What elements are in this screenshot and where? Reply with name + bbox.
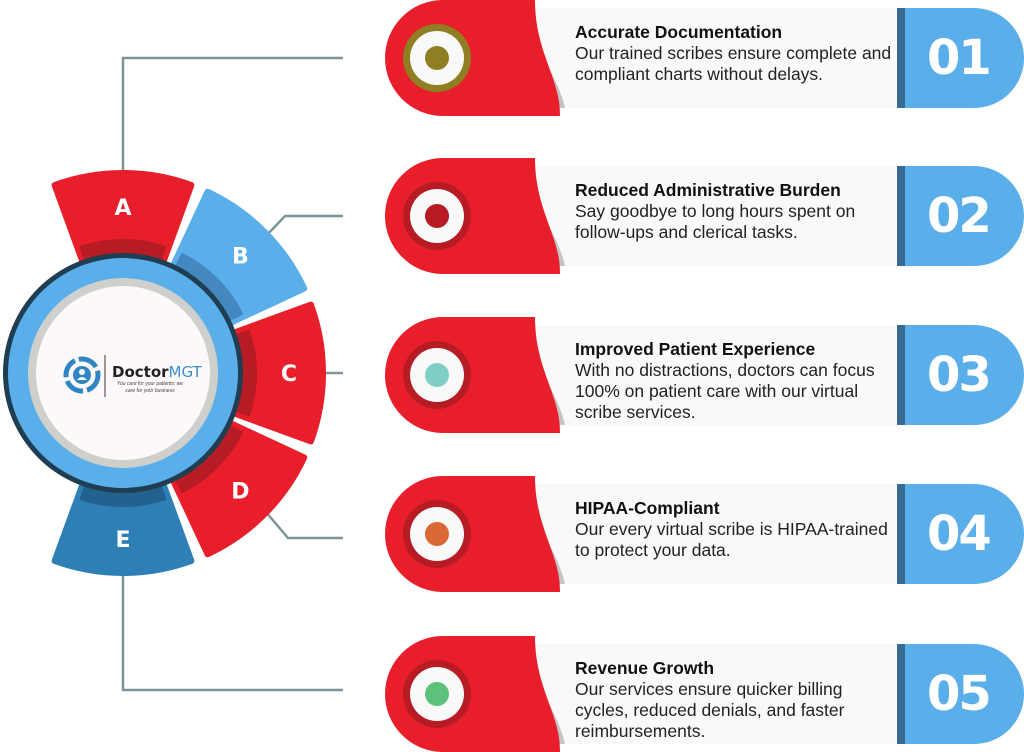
card-title: Accurate Documentation	[575, 22, 783, 42]
logo-tagline-2: care for your business	[125, 388, 175, 394]
connector-a	[121, 56, 343, 185]
card-title: Revenue Growth	[575, 658, 715, 678]
target-dot-icon	[425, 522, 449, 546]
card-title: Improved Patient Experience	[575, 339, 816, 359]
logo-brand-b: MGT	[169, 363, 203, 381]
logo-disc	[36, 286, 210, 460]
segment-label: A	[114, 196, 131, 221]
segment-e[interactable]: E	[51, 480, 195, 576]
card-number: 02	[897, 166, 1024, 266]
segment-inner-band	[174, 252, 244, 322]
segment-inner-band	[174, 424, 244, 494]
card-description: Say goodbye to long hours spent on follo…	[575, 201, 856, 242]
doctormgt-logo: DoctorMGT You care for your patients; we…	[63, 355, 203, 397]
red-tab	[385, 317, 565, 433]
logo-brand-a: Doctor	[112, 363, 169, 381]
card-description: Our trained scribes ensure complete and …	[575, 43, 892, 84]
card-number: 04	[897, 484, 1024, 584]
logo-tagline-1: You care for your patients; we	[117, 381, 183, 387]
segment-wheel: A B C D E DoctorMGT You care for your patien…	[3, 56, 343, 692]
feature-card-04: HIPAA-Compliant Our every virtual scribe…	[385, 476, 1024, 592]
card-description: Our services ensure quicker billing cycl…	[575, 679, 845, 741]
card-panel	[535, 484, 905, 584]
card-description: With no distractions, doctors can focus …	[575, 360, 875, 422]
red-tab	[385, 0, 565, 116]
card-panel	[535, 644, 905, 744]
segment-a[interactable]: A	[51, 170, 195, 266]
connector-d	[265, 511, 343, 540]
target-dot-icon	[425, 46, 449, 70]
red-tab	[385, 158, 565, 274]
connector-lines	[121, 56, 343, 692]
red-tab	[385, 636, 565, 752]
feature-card-01: Accurate Documentation Our trained scrib…	[385, 0, 1024, 116]
segment-label: E	[115, 528, 130, 553]
card-number: 01	[897, 8, 1024, 108]
segment-label: C	[281, 362, 297, 387]
card-text: Accurate Documentation Our trained scrib…	[575, 22, 895, 85]
red-tab	[385, 476, 565, 592]
card-title: Reduced Administrative Burden	[575, 180, 841, 200]
target-dot-icon	[425, 204, 449, 228]
feature-card-05: Revenue Growth Our services ensure quick…	[385, 636, 1024, 752]
feature-card-02: Reduced Administrative Burden Say goodby…	[385, 158, 1024, 274]
card-text: Reduced Administrative Burden Say goodby…	[575, 180, 895, 243]
connector-e	[121, 565, 343, 692]
svg-text:DoctorMGT: DoctorMGT	[112, 363, 203, 381]
segment-label: D	[231, 479, 249, 504]
card-panel	[535, 8, 905, 108]
segment-label: B	[232, 245, 249, 270]
card-text: Revenue Growth Our services ensure quick…	[575, 658, 895, 742]
card-number: 05	[897, 644, 1024, 744]
segment-c[interactable]: C	[230, 301, 326, 445]
card-text: Improved Patient Experience With no dist…	[575, 339, 895, 423]
feature-card-03: Improved Patient Experience With no dist…	[385, 317, 1024, 433]
target-dot-icon	[425, 682, 449, 706]
card-description: Our every virtual scribe is HIPAA-traine…	[575, 519, 888, 560]
logo-badge-icon	[63, 356, 101, 394]
card-panel	[535, 166, 905, 266]
card-text: HIPAA-Compliant Our every virtual scribe…	[575, 498, 895, 561]
card-number: 03	[897, 325, 1024, 425]
connector-b	[265, 214, 343, 237]
target-dot-icon	[425, 363, 449, 387]
card-title: HIPAA-Compliant	[575, 498, 720, 518]
card-panel	[535, 325, 905, 425]
